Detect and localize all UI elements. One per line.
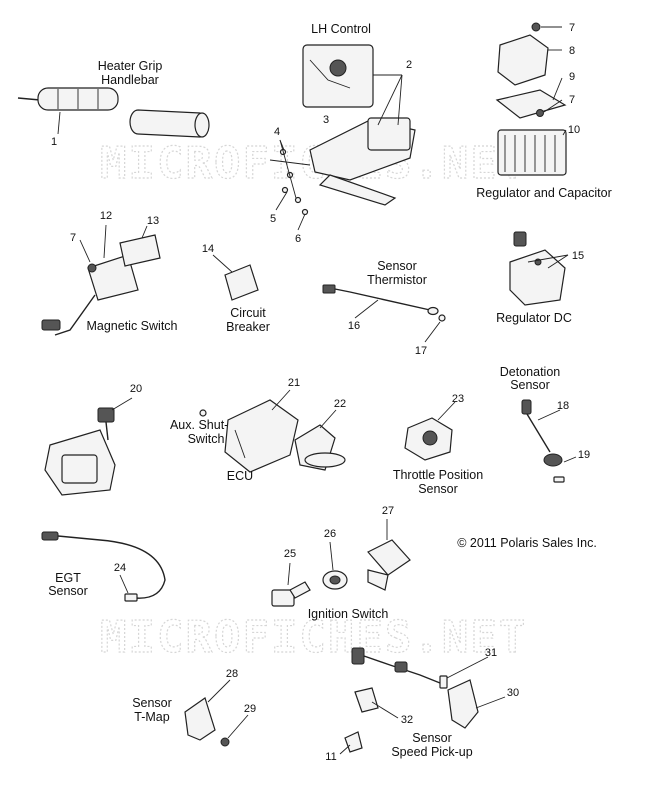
callout-25: 25 bbox=[284, 548, 296, 560]
label-egt-sensor-2: Sensor bbox=[48, 584, 88, 598]
regulator-capacitor-drawing bbox=[495, 22, 567, 176]
ignition-switch-drawing bbox=[271, 519, 411, 607]
callout-30: 30 bbox=[507, 687, 519, 699]
magnetic-switch-drawing bbox=[41, 224, 161, 336]
callout-19: 19 bbox=[578, 449, 590, 461]
callout-5: 5 bbox=[270, 213, 276, 225]
callout-7a: 7 bbox=[569, 22, 575, 34]
regulator-dc-drawing bbox=[509, 231, 569, 306]
callout-7b: 7 bbox=[569, 94, 575, 106]
label-throttle-position-2: Sensor bbox=[418, 482, 458, 496]
label-aux-shutoff-2: Switch bbox=[188, 432, 225, 446]
heater-grip-drawing bbox=[17, 87, 210, 138]
label-ignition-switch: Ignition Switch bbox=[308, 607, 389, 621]
label-sensor-thermistor-1: Sensor bbox=[377, 259, 417, 273]
callout-15: 15 bbox=[572, 250, 584, 262]
ecu-drawing bbox=[199, 389, 346, 473]
callout-4: 4 bbox=[274, 126, 280, 138]
label-sensor-thermistor-2: Thermistor bbox=[367, 273, 427, 287]
label-aux-shutoff-1: Aux. Shut-off bbox=[170, 418, 243, 432]
label-circuit-breaker-1: Circuit bbox=[230, 306, 266, 320]
callout-21: 21 bbox=[288, 377, 300, 389]
callout-1: 1 bbox=[51, 136, 57, 148]
speed-pickup-drawing bbox=[339, 647, 506, 755]
egt-sensor-drawing bbox=[41, 531, 166, 602]
label-regulator-capacitor: Regulator and Capacitor bbox=[476, 186, 612, 200]
callout-16: 16 bbox=[348, 320, 360, 332]
label-circuit-breaker-2: Breaker bbox=[226, 320, 270, 334]
aux-shutoff-switch-drawing bbox=[44, 397, 133, 496]
callout-8: 8 bbox=[569, 45, 575, 57]
label-heater-grip-1: Heater Grip bbox=[98, 59, 163, 73]
label-speed-pickup-2: Speed Pick-up bbox=[391, 745, 472, 759]
copyright-text: © 2011 Polaris Sales Inc. bbox=[457, 536, 597, 550]
label-detonation-sensor-2: Sensor bbox=[510, 378, 550, 392]
throttle-position-sensor-drawing bbox=[404, 401, 456, 461]
label-throttle-position-1: Throttle Position bbox=[393, 468, 483, 482]
label-detonation-sensor-1: Detonation bbox=[500, 365, 561, 379]
detonation-sensor-drawing bbox=[521, 399, 577, 483]
callout-14: 14 bbox=[202, 243, 214, 255]
lh-control-drawing bbox=[269, 44, 416, 231]
callout-27: 27 bbox=[382, 505, 394, 517]
watermark-bottom: MICROFICHES.NET bbox=[100, 612, 527, 663]
callout-6: 6 bbox=[295, 233, 301, 245]
callout-23: 23 bbox=[452, 393, 464, 405]
callout-2: 2 bbox=[406, 59, 412, 71]
label-ecu: ECU bbox=[227, 469, 253, 483]
callout-3: 3 bbox=[323, 114, 329, 126]
callout-17: 17 bbox=[415, 345, 427, 357]
callout-11: 11 bbox=[325, 751, 336, 763]
label-speed-pickup-1: Sensor bbox=[412, 731, 452, 745]
callout-12: 12 bbox=[100, 210, 112, 222]
callout-31: 31 bbox=[485, 647, 497, 659]
label-sensor-tmap-1: Sensor bbox=[132, 696, 172, 710]
callout-18: 18 bbox=[557, 400, 569, 412]
callout-9: 9 bbox=[569, 71, 575, 83]
callout-32: 32 bbox=[401, 714, 413, 726]
label-lh-control: LH Control bbox=[311, 22, 371, 36]
sensor-thermistor-drawing bbox=[322, 284, 446, 343]
callout-10: 10 bbox=[568, 124, 580, 136]
callout-7c: 7 bbox=[70, 232, 76, 244]
callout-28: 28 bbox=[226, 668, 238, 680]
circuit-breaker-drawing bbox=[212, 254, 259, 301]
label-heater-grip-2: Handlebar bbox=[101, 73, 159, 87]
label-regulator-dc: Regulator DC bbox=[496, 311, 572, 325]
callout-29: 29 bbox=[244, 703, 256, 715]
label-magnetic-switch: Magnetic Switch bbox=[86, 319, 177, 333]
label-sensor-tmap-2: T-Map bbox=[134, 710, 169, 724]
label-egt-sensor-1: EGT bbox=[55, 571, 81, 585]
sensor-tmap-drawing bbox=[184, 679, 249, 747]
callout-13: 13 bbox=[147, 215, 159, 227]
callout-24: 24 bbox=[114, 562, 126, 574]
callout-20: 20 bbox=[130, 383, 142, 395]
callout-26: 26 bbox=[324, 528, 336, 540]
callout-22: 22 bbox=[334, 398, 346, 410]
